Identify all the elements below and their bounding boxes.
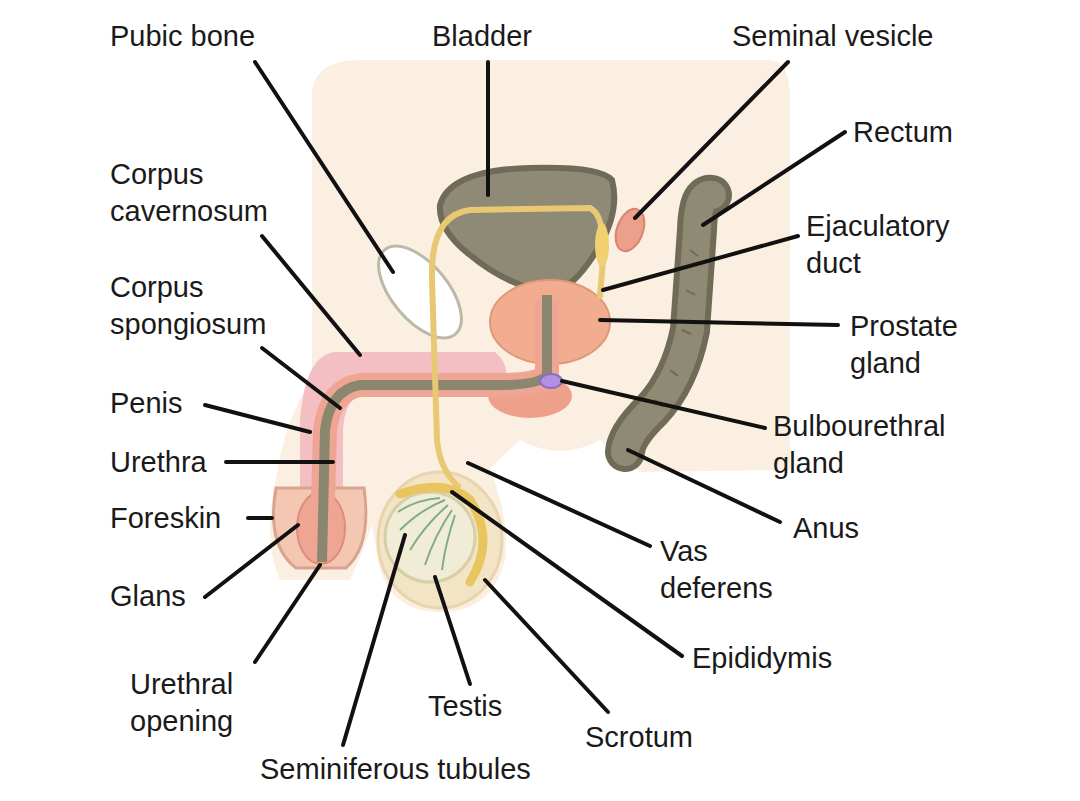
part-label: Bulbourethral gland [773,408,988,482]
part-label: Epididymis [692,640,832,677]
part-label: Urethra [110,444,207,481]
part-label: Glans [110,578,186,615]
part-label: Corpus cavernosum [110,156,310,230]
part-label: Penis [110,385,183,422]
part-label: Testis [428,688,502,725]
part-label: Seminal vesicle [732,18,933,55]
part-label: Bladder [432,18,532,55]
part-label: Rectum [853,114,953,151]
part-label: Scrotum [585,719,693,756]
part-label: Urethral opening [130,666,280,740]
part-label: Seminiferous tubules [260,751,531,788]
part-label: Pubic bone [110,18,255,55]
part-label: Vas deferens [660,533,800,607]
leader-lines [205,62,845,745]
part-label: Prostate gland [850,308,1000,382]
part-label: Foreskin [110,500,221,537]
part-label: Anus [793,510,859,547]
part-label: Ejaculatory duct [806,208,986,282]
part-label: Corpus spongiosum [110,269,310,343]
